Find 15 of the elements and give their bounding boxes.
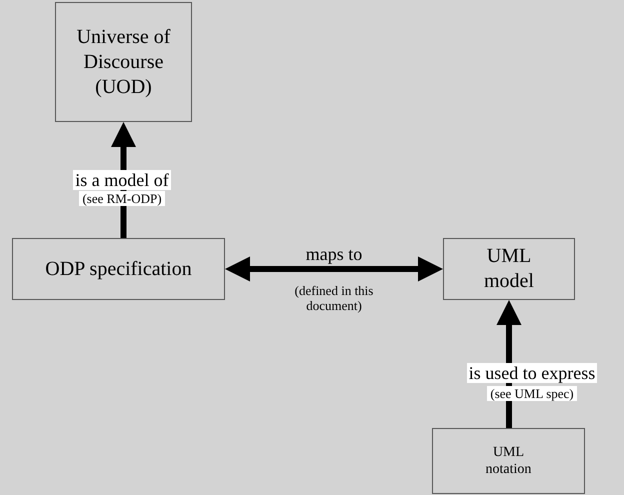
edge-label: is a model of: [73, 170, 171, 190]
note-text: (see UML spec): [487, 386, 577, 401]
process-box: [443, 238, 575, 300]
box-label: UML notation: [484, 444, 532, 478]
note-text: (see RM-ODP): [79, 191, 165, 206]
box-label: UML model: [483, 244, 535, 294]
box-label: Universe of Discourse (UOD): [76, 24, 172, 100]
process-box: [12, 238, 225, 300]
edge-label: maps to: [304, 244, 364, 264]
edge-label: is used to express: [466, 363, 598, 383]
arrow: [225, 256, 443, 282]
process-box: [55, 2, 192, 122]
note-text: (defined in this document): [294, 283, 374, 313]
process-box: [432, 428, 585, 494]
box-label: ODP specification: [45, 256, 192, 282]
